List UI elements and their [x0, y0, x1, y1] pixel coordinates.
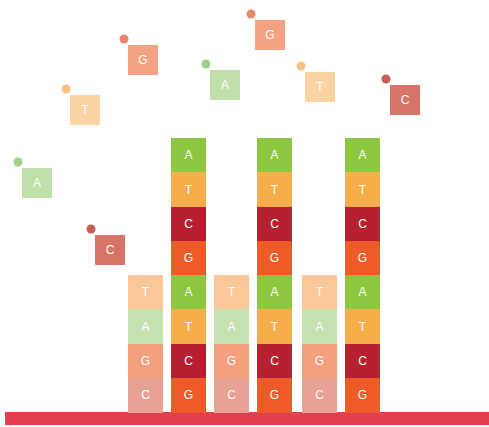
base-letter: T: [185, 321, 192, 333]
nucleotide-tile: A: [302, 309, 337, 344]
base-letter: T: [359, 321, 366, 333]
nucleotide-tile: T: [302, 275, 337, 310]
nucleotide-tile: T: [257, 309, 292, 344]
nucleotide-tile: T: [214, 275, 249, 310]
tile-dot: [120, 35, 129, 44]
tile-dot: [202, 60, 211, 69]
base-letter: C: [227, 389, 236, 401]
nucleotide-tile: A: [22, 168, 52, 198]
nucleotide-tile: G: [171, 378, 206, 413]
tile-dot: [14, 158, 23, 167]
base-letter: C: [141, 389, 150, 401]
nucleotide-tile: A: [257, 138, 292, 173]
base-letter: G: [270, 389, 279, 401]
nucleotide-tile: A: [214, 309, 249, 344]
base-letter: A: [33, 177, 41, 189]
nucleotide-tile: A: [171, 138, 206, 173]
base-letter: G: [270, 252, 279, 264]
base-letter: C: [358, 218, 367, 230]
nucleotide-tile: C: [390, 85, 420, 115]
base-letter: G: [265, 29, 274, 41]
base-letter: G: [184, 252, 193, 264]
base-letter: A: [358, 149, 366, 161]
base-bar: [5, 412, 489, 425]
tile-dot: [62, 85, 71, 94]
base-letter: C: [358, 355, 367, 367]
base-letter: G: [184, 389, 193, 401]
nucleotide-tile: C: [128, 378, 163, 413]
base-letter: C: [315, 389, 324, 401]
nucleotide-tile: G: [257, 241, 292, 276]
nucleotide-tile: A: [345, 138, 380, 173]
base-letter: G: [141, 355, 150, 367]
base-letter: T: [142, 286, 149, 298]
nucleotide-tile: T: [345, 172, 380, 207]
base-letter: T: [316, 81, 323, 93]
nucleotide-tile: A: [345, 275, 380, 310]
base-letter: A: [184, 149, 192, 161]
tile-dot: [297, 62, 306, 71]
base-letter: T: [81, 104, 88, 116]
nucleotide-tile: C: [171, 207, 206, 242]
nucleotide-tile: C: [95, 235, 125, 265]
base-letter: G: [315, 355, 324, 367]
base-letter: C: [106, 244, 115, 256]
base-letter: T: [185, 184, 192, 196]
nucleotide-tile: T: [305, 72, 335, 102]
nucleotide-tile: G: [257, 378, 292, 413]
nucleotide-tile: C: [257, 344, 292, 379]
base-letter: A: [270, 149, 278, 161]
nucleotide-tile: A: [210, 70, 240, 100]
tile-dot: [247, 10, 256, 19]
nucleotide-tile: A: [257, 275, 292, 310]
nucleotide-tile: C: [257, 207, 292, 242]
base-letter: A: [141, 321, 149, 333]
base-letter: G: [138, 54, 147, 66]
base-letter: A: [221, 79, 229, 91]
base-letter: A: [227, 321, 235, 333]
nucleotide-tile: G: [171, 241, 206, 276]
nucleotide-tile: C: [302, 378, 337, 413]
base-letter: C: [184, 218, 193, 230]
nucleotide-tile: G: [128, 344, 163, 379]
base-letter: C: [270, 218, 279, 230]
base-letter: C: [184, 355, 193, 367]
base-letter: A: [270, 286, 278, 298]
nucleotide-tile: A: [128, 309, 163, 344]
base-letter: A: [315, 321, 323, 333]
tile-dot: [87, 225, 96, 234]
nucleotide-tile: G: [255, 20, 285, 50]
base-letter: G: [358, 389, 367, 401]
nucleotide-tile: T: [171, 309, 206, 344]
nucleotide-tile: G: [214, 344, 249, 379]
nucleotide-tile: C: [171, 344, 206, 379]
nucleotide-tile: C: [345, 344, 380, 379]
base-letter: T: [271, 321, 278, 333]
nucleotide-tile: G: [345, 378, 380, 413]
base-letter: C: [270, 355, 279, 367]
nucleotide-tile: T: [257, 172, 292, 207]
nucleotide-tile: C: [345, 207, 380, 242]
base-letter: T: [228, 286, 235, 298]
base-letter: A: [184, 286, 192, 298]
nucleotide-tile: G: [345, 241, 380, 276]
nucleotide-tile: C: [214, 378, 249, 413]
nucleotide-tile: T: [128, 275, 163, 310]
base-letter: T: [271, 184, 278, 196]
nucleotide-tile: T: [171, 172, 206, 207]
base-letter: T: [316, 286, 323, 298]
nucleotide-tile: T: [70, 95, 100, 125]
base-letter: A: [358, 286, 366, 298]
nucleotide-tile: G: [302, 344, 337, 379]
nucleotide-tile: A: [171, 275, 206, 310]
base-letter: C: [401, 94, 410, 106]
tile-dot: [382, 75, 391, 84]
base-letter: G: [358, 252, 367, 264]
base-letter: G: [227, 355, 236, 367]
base-letter: T: [359, 184, 366, 196]
nucleotide-tile: T: [345, 309, 380, 344]
nucleotide-tile: G: [128, 45, 158, 75]
